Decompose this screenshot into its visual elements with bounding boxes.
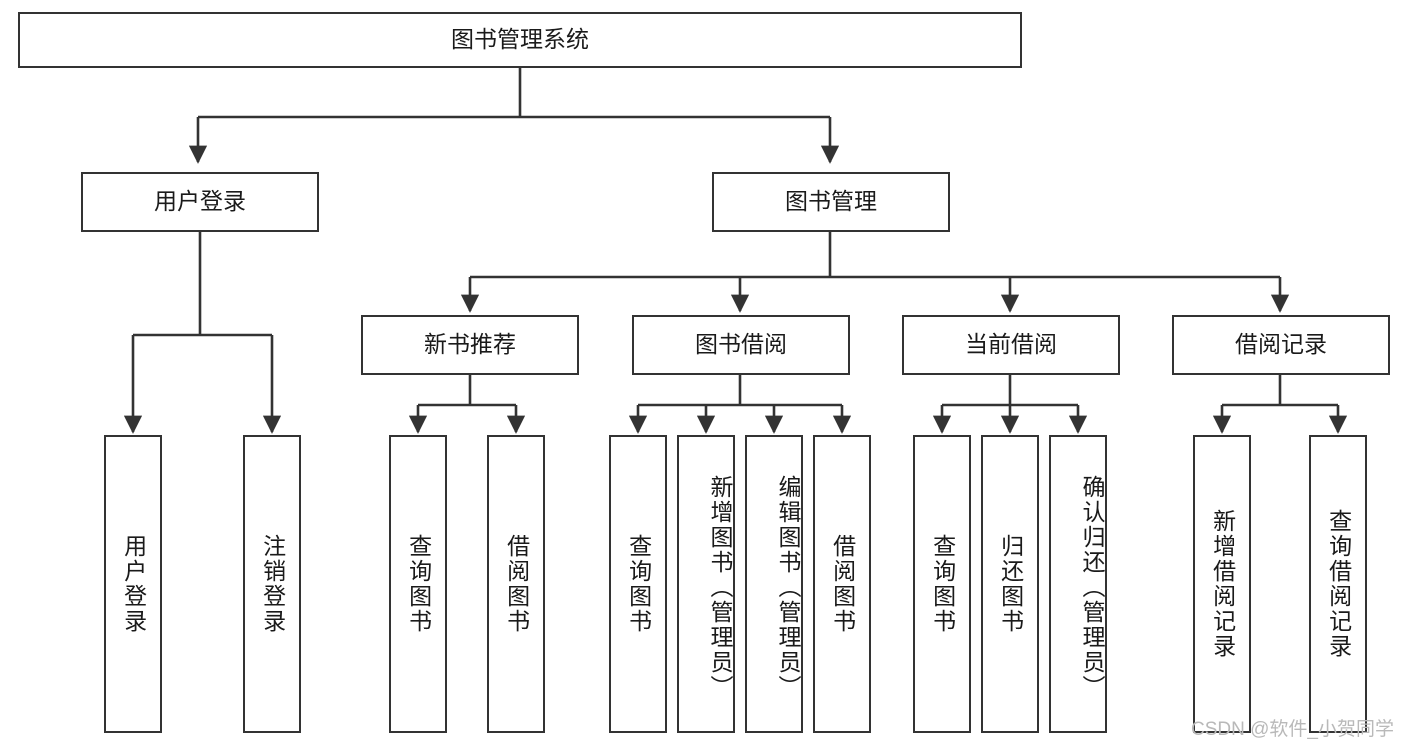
node-current-borrow[interactable]: 当前借阅 (902, 315, 1120, 375)
node-book-management-label: 图书管理 (785, 188, 877, 215)
leaf-label: 查询图书 (929, 534, 956, 634)
leaf-current-borrow-query[interactable]: 查询图书 (913, 435, 971, 733)
leaf-new-book-query[interactable]: 查询图书 (389, 435, 447, 733)
leaf-label: 借阅图书 (503, 534, 530, 634)
leaf-label: 注销登录 (259, 534, 286, 634)
node-current-borrow-label: 当前借阅 (965, 331, 1057, 358)
node-new-book-recommend-label: 新书推荐 (424, 331, 516, 358)
leaf-label: 借阅图书 (829, 534, 856, 634)
leaf-book-borrow-add[interactable]: 新增图书（管理员） (677, 435, 735, 733)
node-root-label: 图书管理系统 (451, 26, 589, 53)
leaf-new-book-borrow[interactable]: 借阅图书 (487, 435, 545, 733)
leaf-label: 新增借阅记录 (1209, 509, 1236, 659)
node-user-login[interactable]: 用户登录 (81, 172, 319, 232)
node-root-system[interactable]: 图书管理系统 (18, 12, 1022, 68)
leaf-current-borrow-return[interactable]: 归还图书 (981, 435, 1039, 733)
node-borrow-record-label: 借阅记录 (1235, 331, 1327, 358)
leaf-label: 确认归还（管理员） (1079, 474, 1105, 700)
leaf-label: 编辑图书（管理员） (775, 474, 801, 700)
node-user-login-label: 用户登录 (154, 188, 246, 215)
leaf-label: 用户登录 (120, 534, 147, 634)
leaf-label: 归还图书 (997, 534, 1024, 634)
leaf-borrow-record-query[interactable]: 查询借阅记录 (1309, 435, 1367, 733)
leaf-borrow-record-add[interactable]: 新增借阅记录 (1193, 435, 1251, 733)
node-book-borrow[interactable]: 图书借阅 (632, 315, 850, 375)
watermark-text: CSDN @软件_小贺同学 (1191, 719, 1394, 740)
leaf-current-borrow-confirm[interactable]: 确认归还（管理员） (1049, 435, 1107, 733)
node-book-borrow-label: 图书借阅 (695, 331, 787, 358)
leaf-book-borrow-query[interactable]: 查询图书 (609, 435, 667, 733)
node-new-book-recommend[interactable]: 新书推荐 (361, 315, 579, 375)
node-book-management[interactable]: 图书管理 (712, 172, 950, 232)
leaf-label: 查询图书 (405, 534, 432, 634)
leaf-label: 查询借阅记录 (1325, 509, 1352, 659)
node-borrow-record[interactable]: 借阅记录 (1172, 315, 1390, 375)
leaf-user-login-logout[interactable]: 注销登录 (243, 435, 301, 733)
leaf-label: 查询图书 (625, 534, 652, 634)
leaf-user-login-signin[interactable]: 用户登录 (104, 435, 162, 733)
leaf-book-borrow-lend[interactable]: 借阅图书 (813, 435, 871, 733)
leaf-book-borrow-edit[interactable]: 编辑图书（管理员） (745, 435, 803, 733)
leaf-label: 新增图书（管理员） (707, 474, 733, 700)
